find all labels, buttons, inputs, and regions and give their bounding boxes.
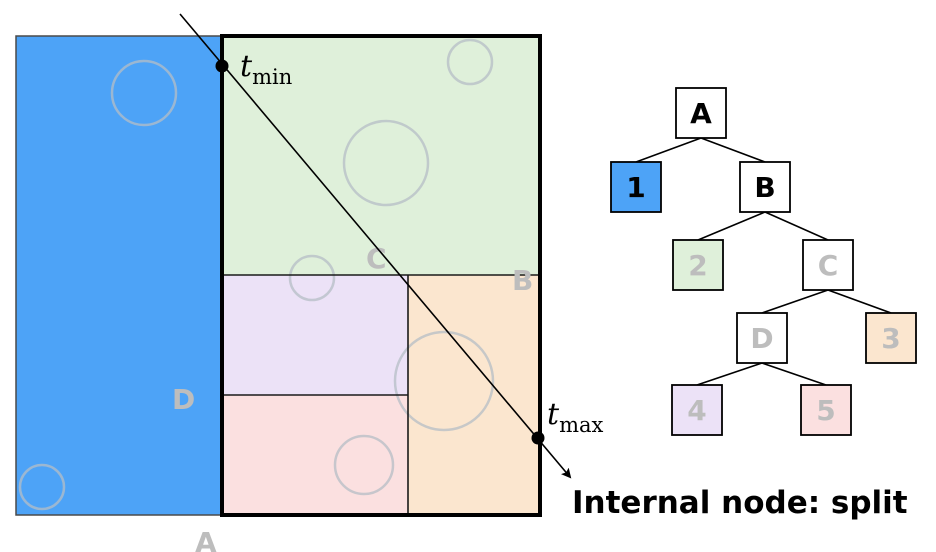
tree-node-3: 3 <box>865 312 917 364</box>
tree-edge-D-n5 <box>761 362 827 386</box>
tree-node-C: C <box>802 239 854 291</box>
tree-node-box <box>610 161 662 213</box>
t-max-sub: max <box>559 413 603 437</box>
tree-node-label: A <box>690 97 712 130</box>
tree-node-2: 2 <box>672 239 724 291</box>
primitive-circle <box>333 434 395 496</box>
tree-node-label: 1 <box>626 171 645 204</box>
tree-node-5: 5 <box>800 384 852 436</box>
primitive-circle <box>393 330 495 432</box>
region-4 <box>222 275 408 395</box>
tree-node-A: A <box>675 87 727 139</box>
region-3 <box>408 275 540 515</box>
tree-node-label: 3 <box>881 322 900 355</box>
tree-node-box <box>736 312 788 364</box>
split-lines <box>222 274 540 515</box>
active-node-bounds <box>220 34 542 517</box>
spatial-label-D: D <box>172 383 195 416</box>
t-min-point <box>215 59 229 73</box>
primitive-circle <box>446 38 494 86</box>
primitive-circle <box>342 119 430 207</box>
tree-node-label: C <box>818 249 839 282</box>
tree-node-label: 5 <box>816 394 835 427</box>
tree-node-4: 4 <box>671 384 723 436</box>
tree-edge-B-n2 <box>697 211 766 241</box>
tree-node-box <box>800 384 852 436</box>
tree-node-box <box>675 87 727 139</box>
tree-nodes: A 1 B 2 C D 3 4 5 <box>610 87 917 436</box>
region-5 <box>222 395 408 515</box>
t-min-sub: min <box>252 65 292 89</box>
primitive-circle <box>18 463 66 511</box>
tree-node-label: B <box>754 171 775 204</box>
t-min-label: tmin <box>240 49 292 89</box>
tree-node-box <box>672 239 724 291</box>
spatial-label-B: B <box>512 264 533 297</box>
spatial-label-C: C <box>366 242 387 275</box>
tree-node-box <box>802 239 854 291</box>
tree-edges <box>635 137 892 386</box>
tree-node-D: D <box>736 312 788 364</box>
caption: Internal node: split <box>572 485 908 521</box>
ray <box>179 13 572 479</box>
primitive-circle <box>288 254 336 302</box>
tree-node-label: D <box>750 322 773 355</box>
tree-node-B: B <box>739 161 791 213</box>
tree-edge-D-n4 <box>696 362 763 386</box>
region-1 <box>15 35 223 516</box>
tree-edge-C-D <box>761 289 829 314</box>
t-max-point <box>531 431 545 445</box>
primitive-circle <box>110 59 178 127</box>
t-max-base: t <box>547 397 560 432</box>
primitive-circles <box>18 38 495 511</box>
t-min-base: t <box>240 49 253 84</box>
tree-node-box <box>865 312 917 364</box>
tree-node-label: 2 <box>688 249 707 282</box>
tree-edge-A-n1 <box>635 137 702 163</box>
tree-edge-B-C <box>764 211 829 241</box>
spatial-label-A: A <box>195 526 217 552</box>
tree-edge-C-n3 <box>827 289 892 314</box>
tree-node-label: 4 <box>687 394 706 427</box>
tree-node-box <box>671 384 723 436</box>
t-max-label: tmax <box>547 397 603 437</box>
tree-edge-A-B <box>700 137 766 163</box>
tree-node-1: 1 <box>610 161 662 213</box>
tree-node-box <box>739 161 791 213</box>
